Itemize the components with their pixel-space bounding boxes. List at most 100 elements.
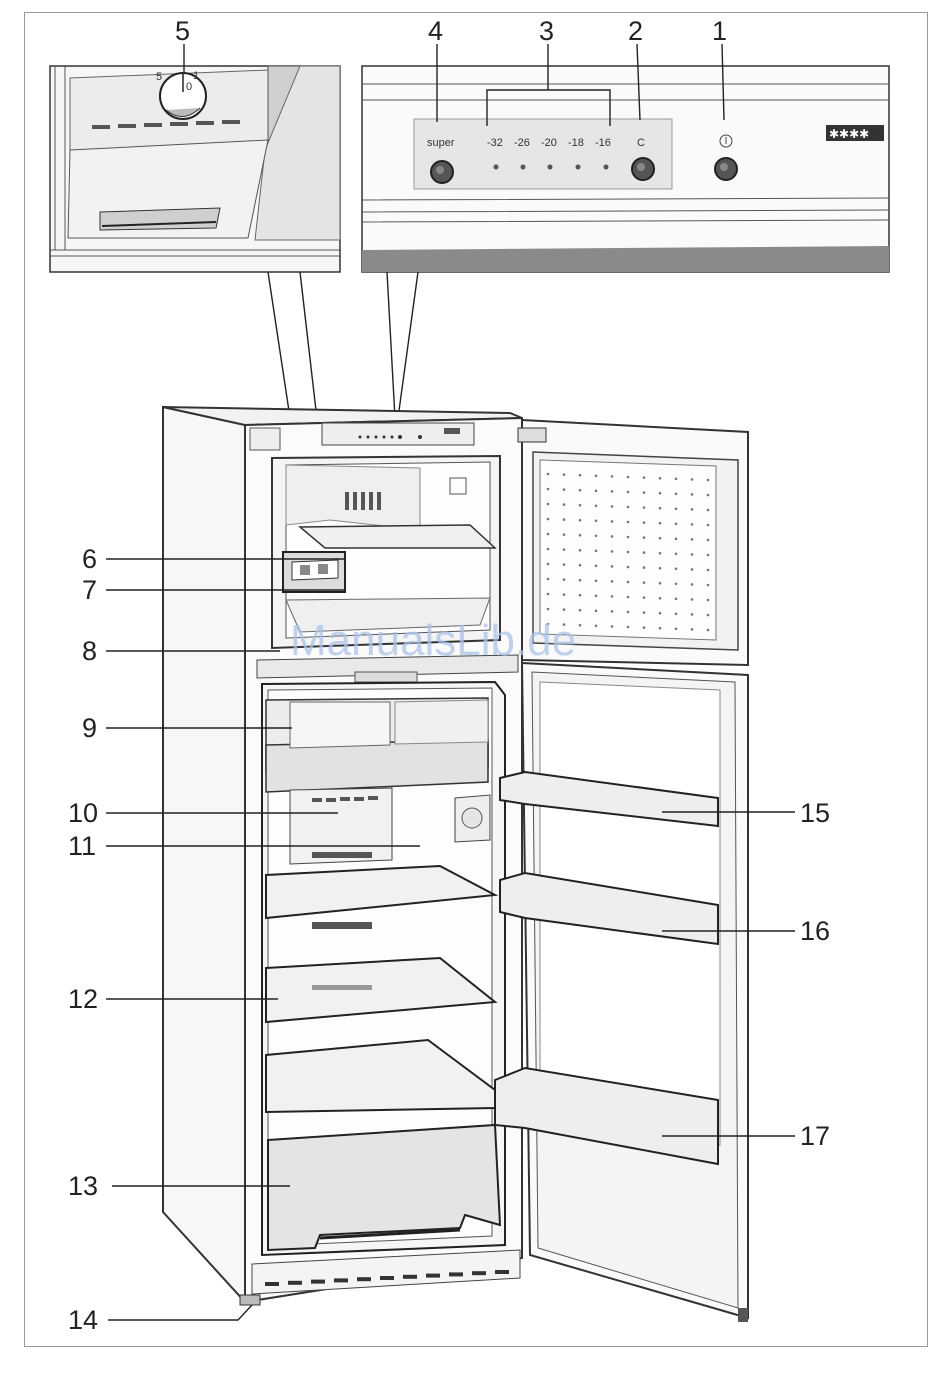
door-dimple <box>547 563 550 566</box>
door-dimple <box>643 521 646 524</box>
temp-label-4: -18 <box>568 137 584 149</box>
door-dimple <box>659 492 662 495</box>
door-dimple <box>691 553 694 556</box>
door-dimple <box>563 608 566 611</box>
callout-15: 15 <box>800 798 830 828</box>
callout-11: 11 <box>68 831 96 861</box>
grille-slot <box>380 1276 394 1280</box>
door-dimple <box>627 566 630 569</box>
door-dimple <box>595 490 598 493</box>
door-dimple <box>675 508 678 511</box>
door-dimple <box>563 488 566 491</box>
door-dimple <box>643 476 646 479</box>
door-dimple <box>611 490 614 493</box>
door-dimple <box>579 504 582 507</box>
door-dimple <box>691 538 694 541</box>
door-dimple <box>707 614 710 617</box>
door-dimple <box>627 551 630 554</box>
callout-9: 9 <box>82 713 97 743</box>
door-dimple <box>627 626 630 629</box>
temp-led-4 <box>576 165 581 170</box>
callout-5: 5 <box>175 16 190 46</box>
door-dimple <box>611 580 614 583</box>
door-dimple <box>611 610 614 613</box>
door-dimple <box>691 568 694 571</box>
door-dimple <box>659 552 662 555</box>
door-dimple <box>643 551 646 554</box>
temp-label-5: -16 <box>595 137 611 149</box>
dial-mark-left: 5 <box>156 71 162 83</box>
door-dimple <box>563 503 566 506</box>
door-dimple <box>707 479 710 482</box>
door-dimple <box>659 627 662 630</box>
door-dimple <box>547 488 550 491</box>
grille-slot <box>334 1278 348 1282</box>
door-dimple <box>627 506 630 509</box>
door-dimple <box>579 489 582 492</box>
door-dimple <box>627 611 630 614</box>
door-dimple <box>659 582 662 585</box>
watermark: ManualsLib.de <box>290 616 576 665</box>
door-dimple <box>547 518 550 521</box>
door-dimple <box>579 534 582 537</box>
callout-17: 17 <box>800 1121 830 1151</box>
door-dimple <box>595 595 598 598</box>
door-dimple <box>579 519 582 522</box>
door-dimple <box>563 548 566 551</box>
control-panel-inset: super -32 -26 -20 -18 -16 C ✱✱✱✱ <box>362 66 889 272</box>
callout-3: 3 <box>539 16 554 46</box>
door-dimple <box>595 580 598 583</box>
temp-label-3: -20 <box>541 137 557 149</box>
fridge <box>163 407 748 1322</box>
grille-slot <box>403 1275 417 1279</box>
door-dimple <box>579 624 582 627</box>
grille-slot <box>472 1271 486 1275</box>
door-dimple <box>643 506 646 509</box>
door-dimple <box>627 521 630 524</box>
door-dimple <box>707 539 710 542</box>
door-dimple <box>675 478 678 481</box>
door-dimple <box>627 596 630 599</box>
door-dimple <box>691 478 694 481</box>
door-dimple <box>643 581 646 584</box>
door-dimple <box>707 569 710 572</box>
dial-mark-center: 0 <box>186 81 192 93</box>
door-dimple <box>595 610 598 613</box>
door-dimple <box>595 625 598 628</box>
door-dimple <box>707 584 710 587</box>
door-dimple <box>675 613 678 616</box>
door-dimple <box>611 475 614 478</box>
door-dimple <box>611 535 614 538</box>
door-dimple <box>659 567 662 570</box>
c-label: C <box>637 137 645 149</box>
door-dimple <box>707 509 710 512</box>
door-dimple <box>659 612 662 615</box>
callout-4: 4 <box>428 16 443 46</box>
door-dimple <box>691 523 694 526</box>
temp-label-1: -32 <box>487 137 503 149</box>
super-label: super <box>427 137 455 149</box>
door-dimple <box>579 564 582 567</box>
door-dimple <box>611 595 614 598</box>
star-rating-label: ✱✱✱✱ <box>829 127 869 141</box>
door-dimple <box>691 613 694 616</box>
callout-12: 12 <box>68 984 98 1014</box>
grille-slot <box>426 1274 440 1278</box>
door-dimple <box>643 596 646 599</box>
door-dimple <box>691 493 694 496</box>
door-dimple <box>643 491 646 494</box>
door-dimple <box>675 538 678 541</box>
grille-slot <box>311 1280 325 1284</box>
door-dimple <box>563 518 566 521</box>
door-dimple <box>627 476 630 479</box>
dial-mark-right: 1 <box>193 70 199 82</box>
callout-1: 1 <box>712 16 727 46</box>
door-dimple <box>643 611 646 614</box>
grille-slot <box>449 1272 463 1276</box>
door-dimple <box>595 475 598 478</box>
callout-8: 8 <box>82 636 97 666</box>
door-dimple <box>563 563 566 566</box>
temp-led-3 <box>548 165 553 170</box>
door-dimple <box>675 523 678 526</box>
